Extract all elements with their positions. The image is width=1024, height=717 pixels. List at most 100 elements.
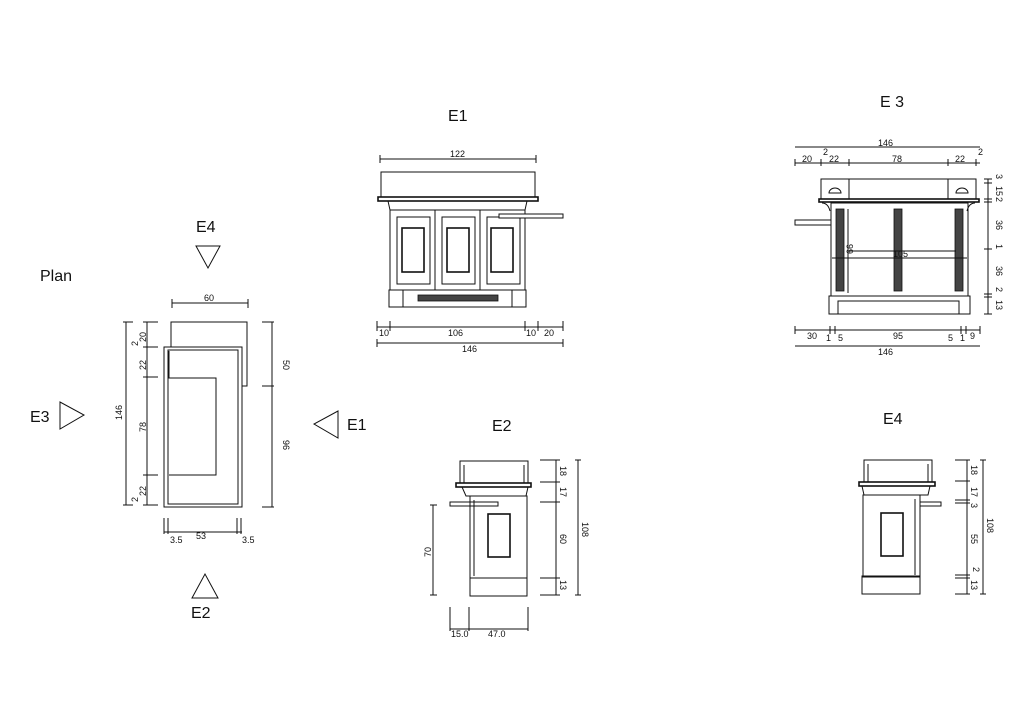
e2-plinth	[469, 577, 528, 597]
e4-title: E4	[883, 411, 903, 428]
dim-e3-20: 20	[802, 154, 812, 164]
dim-e3-36a: 36	[994, 220, 1004, 230]
dim-e4-55: 55	[969, 534, 979, 544]
dim-e3-2b: 2	[978, 147, 983, 157]
plan-cabinet-inner	[167, 349, 239, 505]
dim-plan-20: 20	[138, 332, 148, 342]
dim-e3-66: 66	[845, 244, 855, 254]
view-arrow-down-icon	[195, 245, 221, 270]
dim-e2-70: 70	[423, 547, 433, 557]
e3-side-shelf	[794, 219, 832, 226]
dim-plan-3-5-right: 3.5	[242, 535, 255, 545]
e1-plinth	[388, 289, 527, 308]
dim-e3-13: 13	[994, 300, 1004, 310]
dim-e2-108: 108	[580, 522, 590, 537]
e3-title: E 3	[880, 94, 904, 111]
dim-e3-22a: 22	[829, 154, 839, 164]
plan-c-shape	[168, 351, 217, 476]
dim-e1-20: 20	[544, 328, 554, 338]
marker-e4-label: E4	[196, 219, 216, 236]
e3-pilaster-right	[954, 208, 964, 292]
dim-e3-2c: 2	[994, 197, 1004, 202]
drawer-handle-icon	[955, 187, 969, 194]
dim-e1-106: 106	[448, 328, 463, 338]
drawer-handle-icon	[828, 187, 842, 194]
dim-e1-top: 122	[450, 149, 465, 159]
e4-body	[862, 494, 921, 578]
dim-e3-105: 105	[893, 249, 908, 259]
dim-e3-9: 9	[970, 331, 975, 341]
dim-plan-top: 60	[204, 293, 214, 303]
dim-e3-5a: 5	[838, 333, 843, 343]
e3-plinth	[828, 295, 971, 315]
dim-plan-22a: 22	[138, 360, 148, 370]
dim-plan-2a: 2	[130, 341, 140, 346]
dim-e3-2a: 2	[823, 147, 828, 157]
dim-e2-13: 13	[558, 580, 568, 590]
e4-side-shelf	[919, 501, 942, 507]
e4-crown	[863, 459, 933, 483]
plan-title: Plan	[40, 268, 72, 285]
dim-e3-15: 15	[994, 186, 1004, 196]
dim-e2-60: 60	[558, 534, 568, 544]
e4-plinth	[861, 575, 921, 595]
dim-e3-95: 95	[893, 331, 903, 341]
dim-e3-5b: 5	[948, 333, 953, 343]
e2-title: E2	[492, 418, 512, 435]
dim-e3-3: 3	[994, 174, 1004, 179]
dim-plan-3-5-left: 3.5	[170, 535, 183, 545]
dim-plan-50: 50	[281, 360, 291, 370]
e3-pilaster-center	[893, 208, 903, 292]
dim-e3-bottom-total: 146	[878, 347, 893, 357]
e1-title: E1	[448, 108, 468, 125]
e3-top-rail	[820, 178, 977, 200]
dim-e3-1: 1	[994, 244, 1004, 249]
dim-e1-146: 146	[462, 344, 477, 354]
marker-e1-label: E1	[347, 417, 367, 434]
dim-e3-22b: 22	[955, 154, 965, 164]
dim-e2-47: 47.0	[488, 629, 506, 639]
dim-e3-2d: 2	[994, 287, 1004, 292]
view-arrow-left-icon	[312, 410, 339, 439]
dim-plan-96: 96	[281, 440, 291, 450]
elevation-e4: E4 18 17 3 55 2 13 108	[858, 411, 995, 595]
dim-e4-13: 13	[969, 580, 979, 590]
dim-e4-17: 17	[969, 487, 979, 497]
e2-crown	[459, 460, 529, 484]
e3-pilaster-left	[835, 208, 845, 292]
dim-e3-top-total: 146	[878, 138, 893, 148]
marker-e3-label: E3	[30, 409, 50, 426]
e2-body	[469, 495, 528, 579]
view-arrow-right-icon	[59, 401, 86, 430]
e4-panel	[880, 512, 904, 557]
e1-crown	[380, 171, 536, 198]
marker-e2-label: E2	[191, 605, 211, 622]
dim-e3-30: 30	[807, 331, 817, 341]
dim-e3-78: 78	[892, 154, 902, 164]
dim-plan-left-total: 146	[114, 405, 124, 420]
e1-body	[389, 209, 526, 291]
e1-vent	[417, 294, 499, 302]
elevation-e2: E2 18 17 60 13 108 70 15	[423, 418, 590, 639]
dim-e4-2: 2	[971, 567, 981, 572]
e1-panel-1	[401, 227, 425, 273]
e1-side-shelf	[498, 213, 564, 219]
dim-e2-18: 18	[558, 466, 568, 476]
dim-e4-18: 18	[969, 465, 979, 475]
dim-e3-1a: 1	[826, 333, 831, 343]
dim-e1-10b: 10	[526, 328, 536, 338]
e2-panel	[487, 513, 511, 558]
elevation-e1: E1 122 10 106 10	[376, 108, 564, 354]
dim-e1-10a: 10	[379, 328, 389, 338]
dim-e3-1b: 1	[960, 333, 965, 343]
dim-plan-2b: 2	[130, 497, 140, 502]
plan-view: Plan E4 E3 E1 E2 60 146 20 2	[30, 219, 367, 622]
view-arrow-up-icon	[191, 572, 219, 599]
dim-e4-108: 108	[985, 518, 995, 533]
plan-cabinet-outer	[163, 346, 243, 508]
dim-plan-78: 78	[138, 422, 148, 432]
e1-panel-3	[490, 227, 514, 273]
dim-plan-22b: 22	[138, 486, 148, 496]
e1-panel-2	[446, 227, 470, 273]
